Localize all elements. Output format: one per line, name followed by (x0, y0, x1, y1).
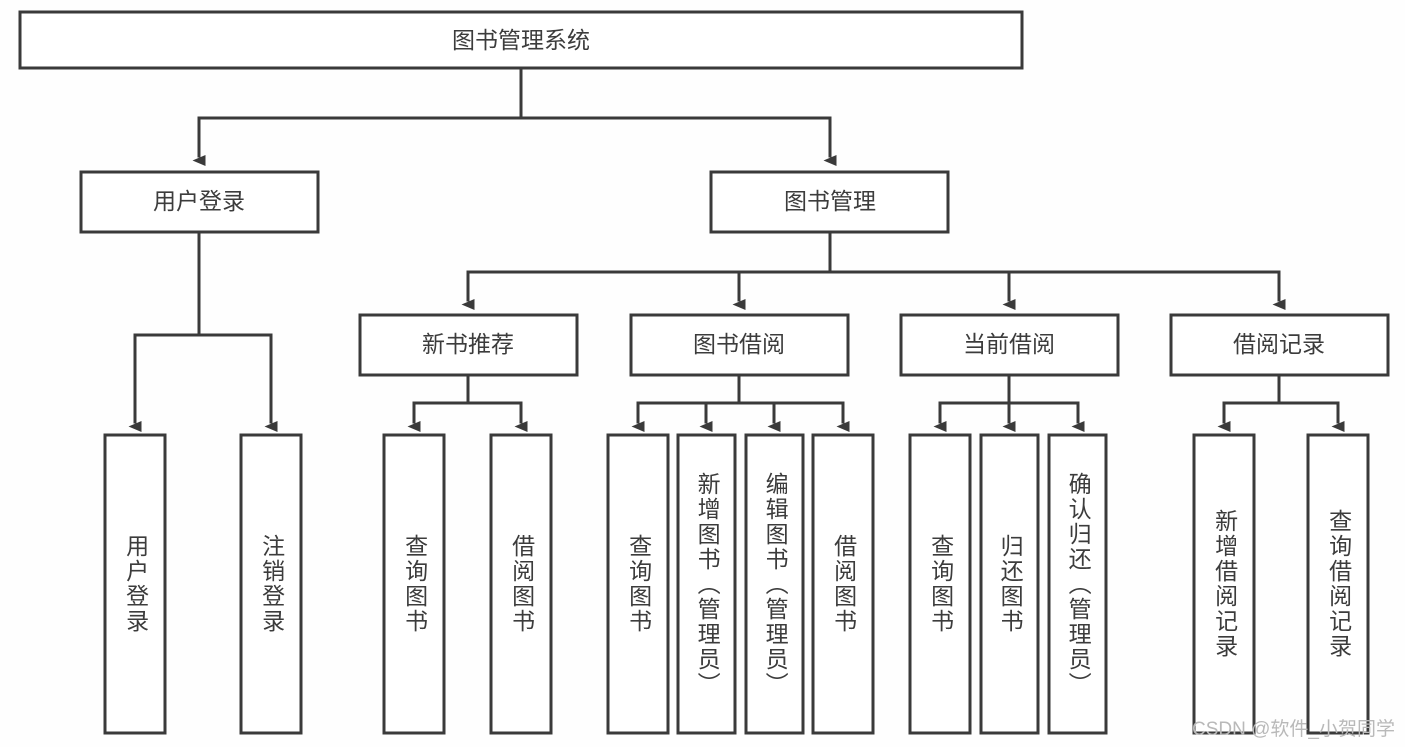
node-current-borrow-label: 当前借阅 (963, 331, 1055, 357)
csdn-watermark: CSDN @软件_小贺同学 (1192, 719, 1395, 740)
node-borrow-record[interactable] (1169, 313, 1390, 377)
leaf-current-borrow-1[interactable] (908, 433, 972, 735)
leaf-user-login-2[interactable] (239, 433, 303, 735)
node-new-book-recommend-label: 新书推荐 (422, 331, 514, 357)
leaf-borrow-record-2[interactable] (1306, 433, 1370, 735)
leaf-new-book-2[interactable] (489, 433, 553, 735)
leaf-current-borrow-2[interactable] (979, 433, 1040, 735)
leaf-user-login-1[interactable] (103, 433, 167, 735)
leaf-book-borrow-1[interactable] (606, 433, 670, 735)
leaf-borrow-record-1[interactable] (1192, 433, 1256, 735)
node-book-borrow-label: 图书借阅 (693, 331, 785, 357)
leaf-book-borrow-4[interactable] (811, 433, 875, 735)
node-user-login-label: 用户登录 (153, 188, 245, 214)
node-new-book-recommend[interactable] (358, 313, 579, 377)
leaf-book-borrow-2[interactable] (676, 433, 737, 735)
node-borrow-record-label: 借阅记录 (1233, 331, 1325, 357)
node-book-management-label: 图书管理 (784, 188, 876, 214)
node-current-borrow[interactable] (899, 313, 1120, 377)
leaf-current-borrow-3[interactable] (1047, 433, 1108, 735)
node-book-management[interactable] (709, 170, 950, 234)
node-root-label: 图书管理系统 (452, 27, 590, 53)
node-book-borrow[interactable] (629, 313, 850, 377)
node-root[interactable] (18, 10, 1024, 70)
leaf-new-book-1[interactable] (382, 433, 446, 735)
leaf-book-borrow-3[interactable] (744, 433, 805, 735)
